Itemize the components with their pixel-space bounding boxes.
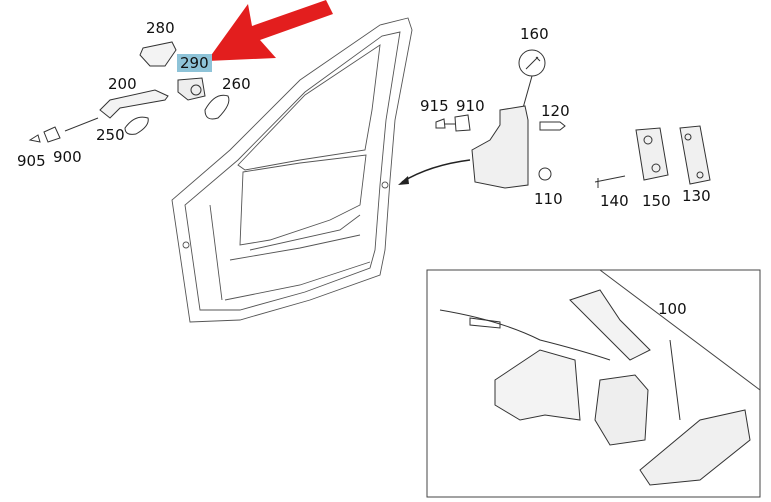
part-label-915: 915 (420, 97, 449, 115)
part-label-280: 280 (146, 19, 175, 37)
part-label-260: 260 (222, 75, 251, 93)
part-label-910: 910 (456, 97, 485, 115)
handle-parts (28, 41, 230, 143)
inset-box (426, 269, 761, 498)
part-label-160: 160 (520, 25, 549, 43)
part-label-250: 250 (96, 126, 125, 144)
assembly-arrow (401, 159, 471, 183)
part-label-200: 200 (108, 75, 137, 93)
part-label-150: 150 (642, 192, 671, 210)
lock-parts (435, 49, 711, 189)
door-outline (171, 17, 413, 323)
part-label-130: 130 (682, 187, 711, 205)
part-label-120: 120 (541, 102, 570, 120)
part-label-140: 140 (600, 192, 629, 210)
part-label-905: 905 (17, 152, 46, 170)
part-label-290-highlighted: 290 (177, 54, 212, 72)
red-pointer-arrow (207, 0, 333, 61)
part-label-900: 900 (53, 148, 82, 166)
part-label-110: 110 (534, 190, 563, 208)
part-label-100: 100 (658, 300, 687, 318)
